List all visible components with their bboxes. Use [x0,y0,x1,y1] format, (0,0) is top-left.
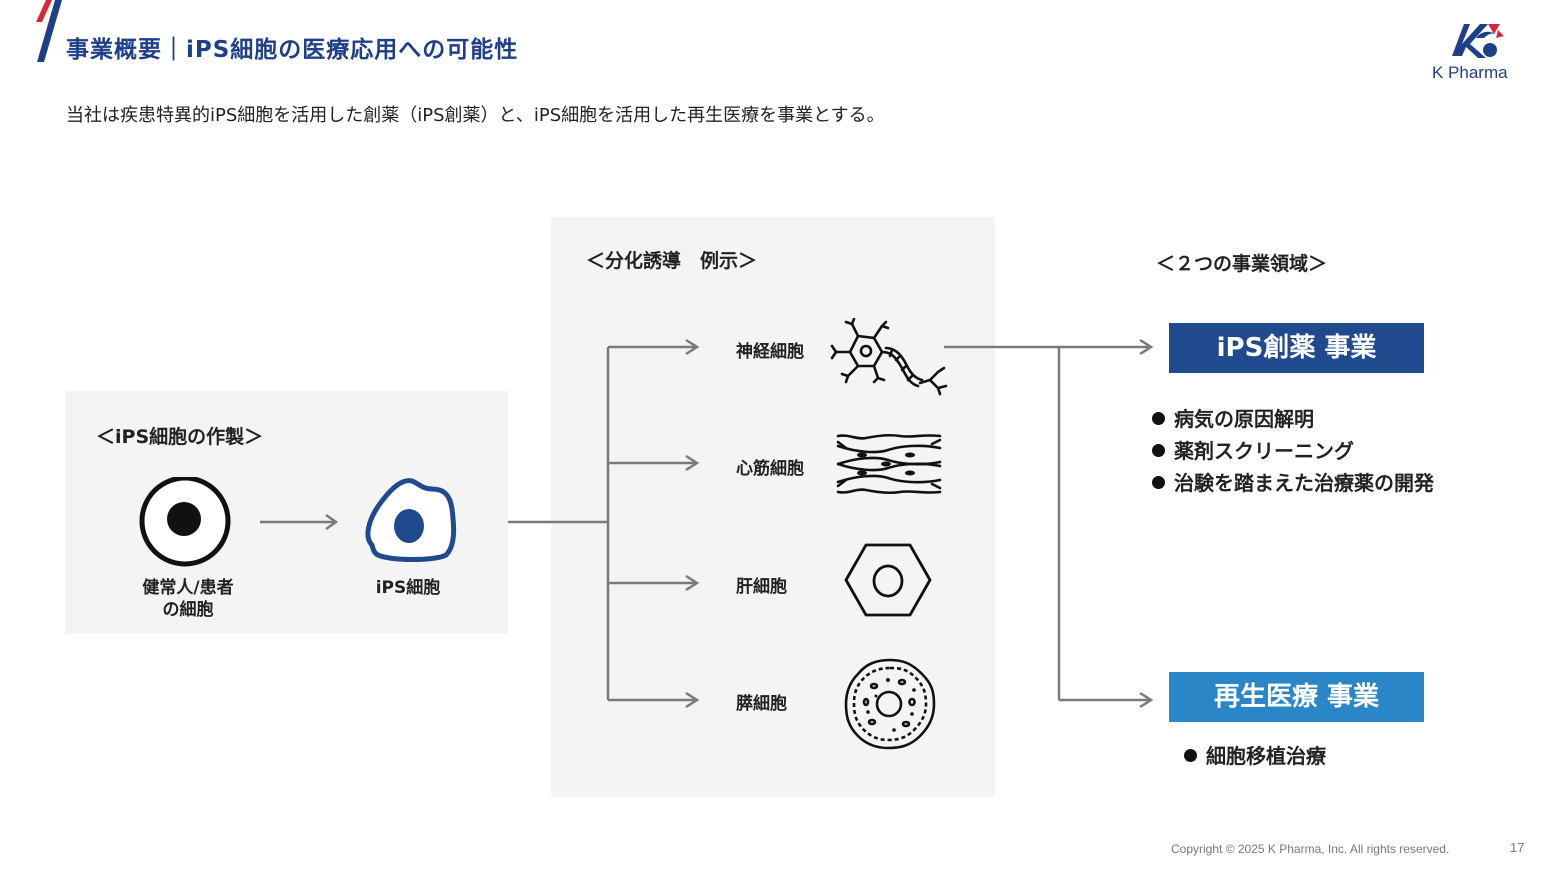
bullet-dot-icon [1184,749,1197,762]
list-item: 細胞移植治療 [1184,740,1326,772]
regenerative-medicine-bullets: 細胞移植治療 [1184,740,1326,772]
page-subtitle: 当社は疾患特異的iPS細胞を活用した創薬（iPS創薬）と、iPS細胞を活用した再… [66,105,885,126]
diff-label-neuron: 神経細胞 [736,342,804,362]
diff-label-hepatocyte: 肝細胞 [736,577,787,597]
source-cell-label: 健常人/患者 の細胞 [142,578,234,620]
neuron-icon [830,318,948,396]
list-item: 薬剤スクリーニング [1152,435,1434,467]
diff-label-pancreatic: 膵細胞 [736,694,787,714]
page-title: 事業概要｜iPS細胞の医療応用への可能性 [66,37,519,63]
bullet-dot-icon [1152,444,1165,457]
regenerative-medicine-box: 再生医療 事業 [1169,672,1424,722]
list-item: 治験を踏まえた治療薬の開発 [1152,467,1434,499]
business-heading: ＜２つの事業領域＞ [1156,253,1328,275]
ips-cell-icon [365,478,457,562]
list-item: 病気の原因解明 [1152,403,1434,435]
cardiomyocyte-icon [836,433,942,495]
creation-arrow [260,513,339,531]
copyright-text: Copyright © 2025 K Pharma, Inc. All righ… [1171,842,1450,856]
creation-heading: ＜iPS細胞の作製＞ [96,426,264,448]
logo-text: K Pharma [1432,63,1508,82]
k-pharma-logo-icon [1452,24,1504,58]
pancreatic-cell-icon [844,658,936,750]
hepatocyte-icon [844,543,932,617]
ips-drug-discovery-bullets: 病気の原因解明 薬剤スクリーニング 治験を踏まえた治療薬の開発 [1152,403,1434,499]
differentiation-heading: ＜分化誘導 例示＞ [586,250,758,272]
bullet-dot-icon [1152,476,1165,489]
diff-label-cardiomyocyte: 心筋細胞 [736,459,804,479]
ips-drug-discovery-box: iPS創薬 事業 [1169,323,1424,373]
somatic-cell-icon [139,477,231,567]
ips-cell-label: iPS細胞 [375,578,441,598]
header-accent-stripes [36,0,62,62]
page-number: 17 [1510,840,1525,855]
bullet-dot-icon [1152,412,1165,425]
